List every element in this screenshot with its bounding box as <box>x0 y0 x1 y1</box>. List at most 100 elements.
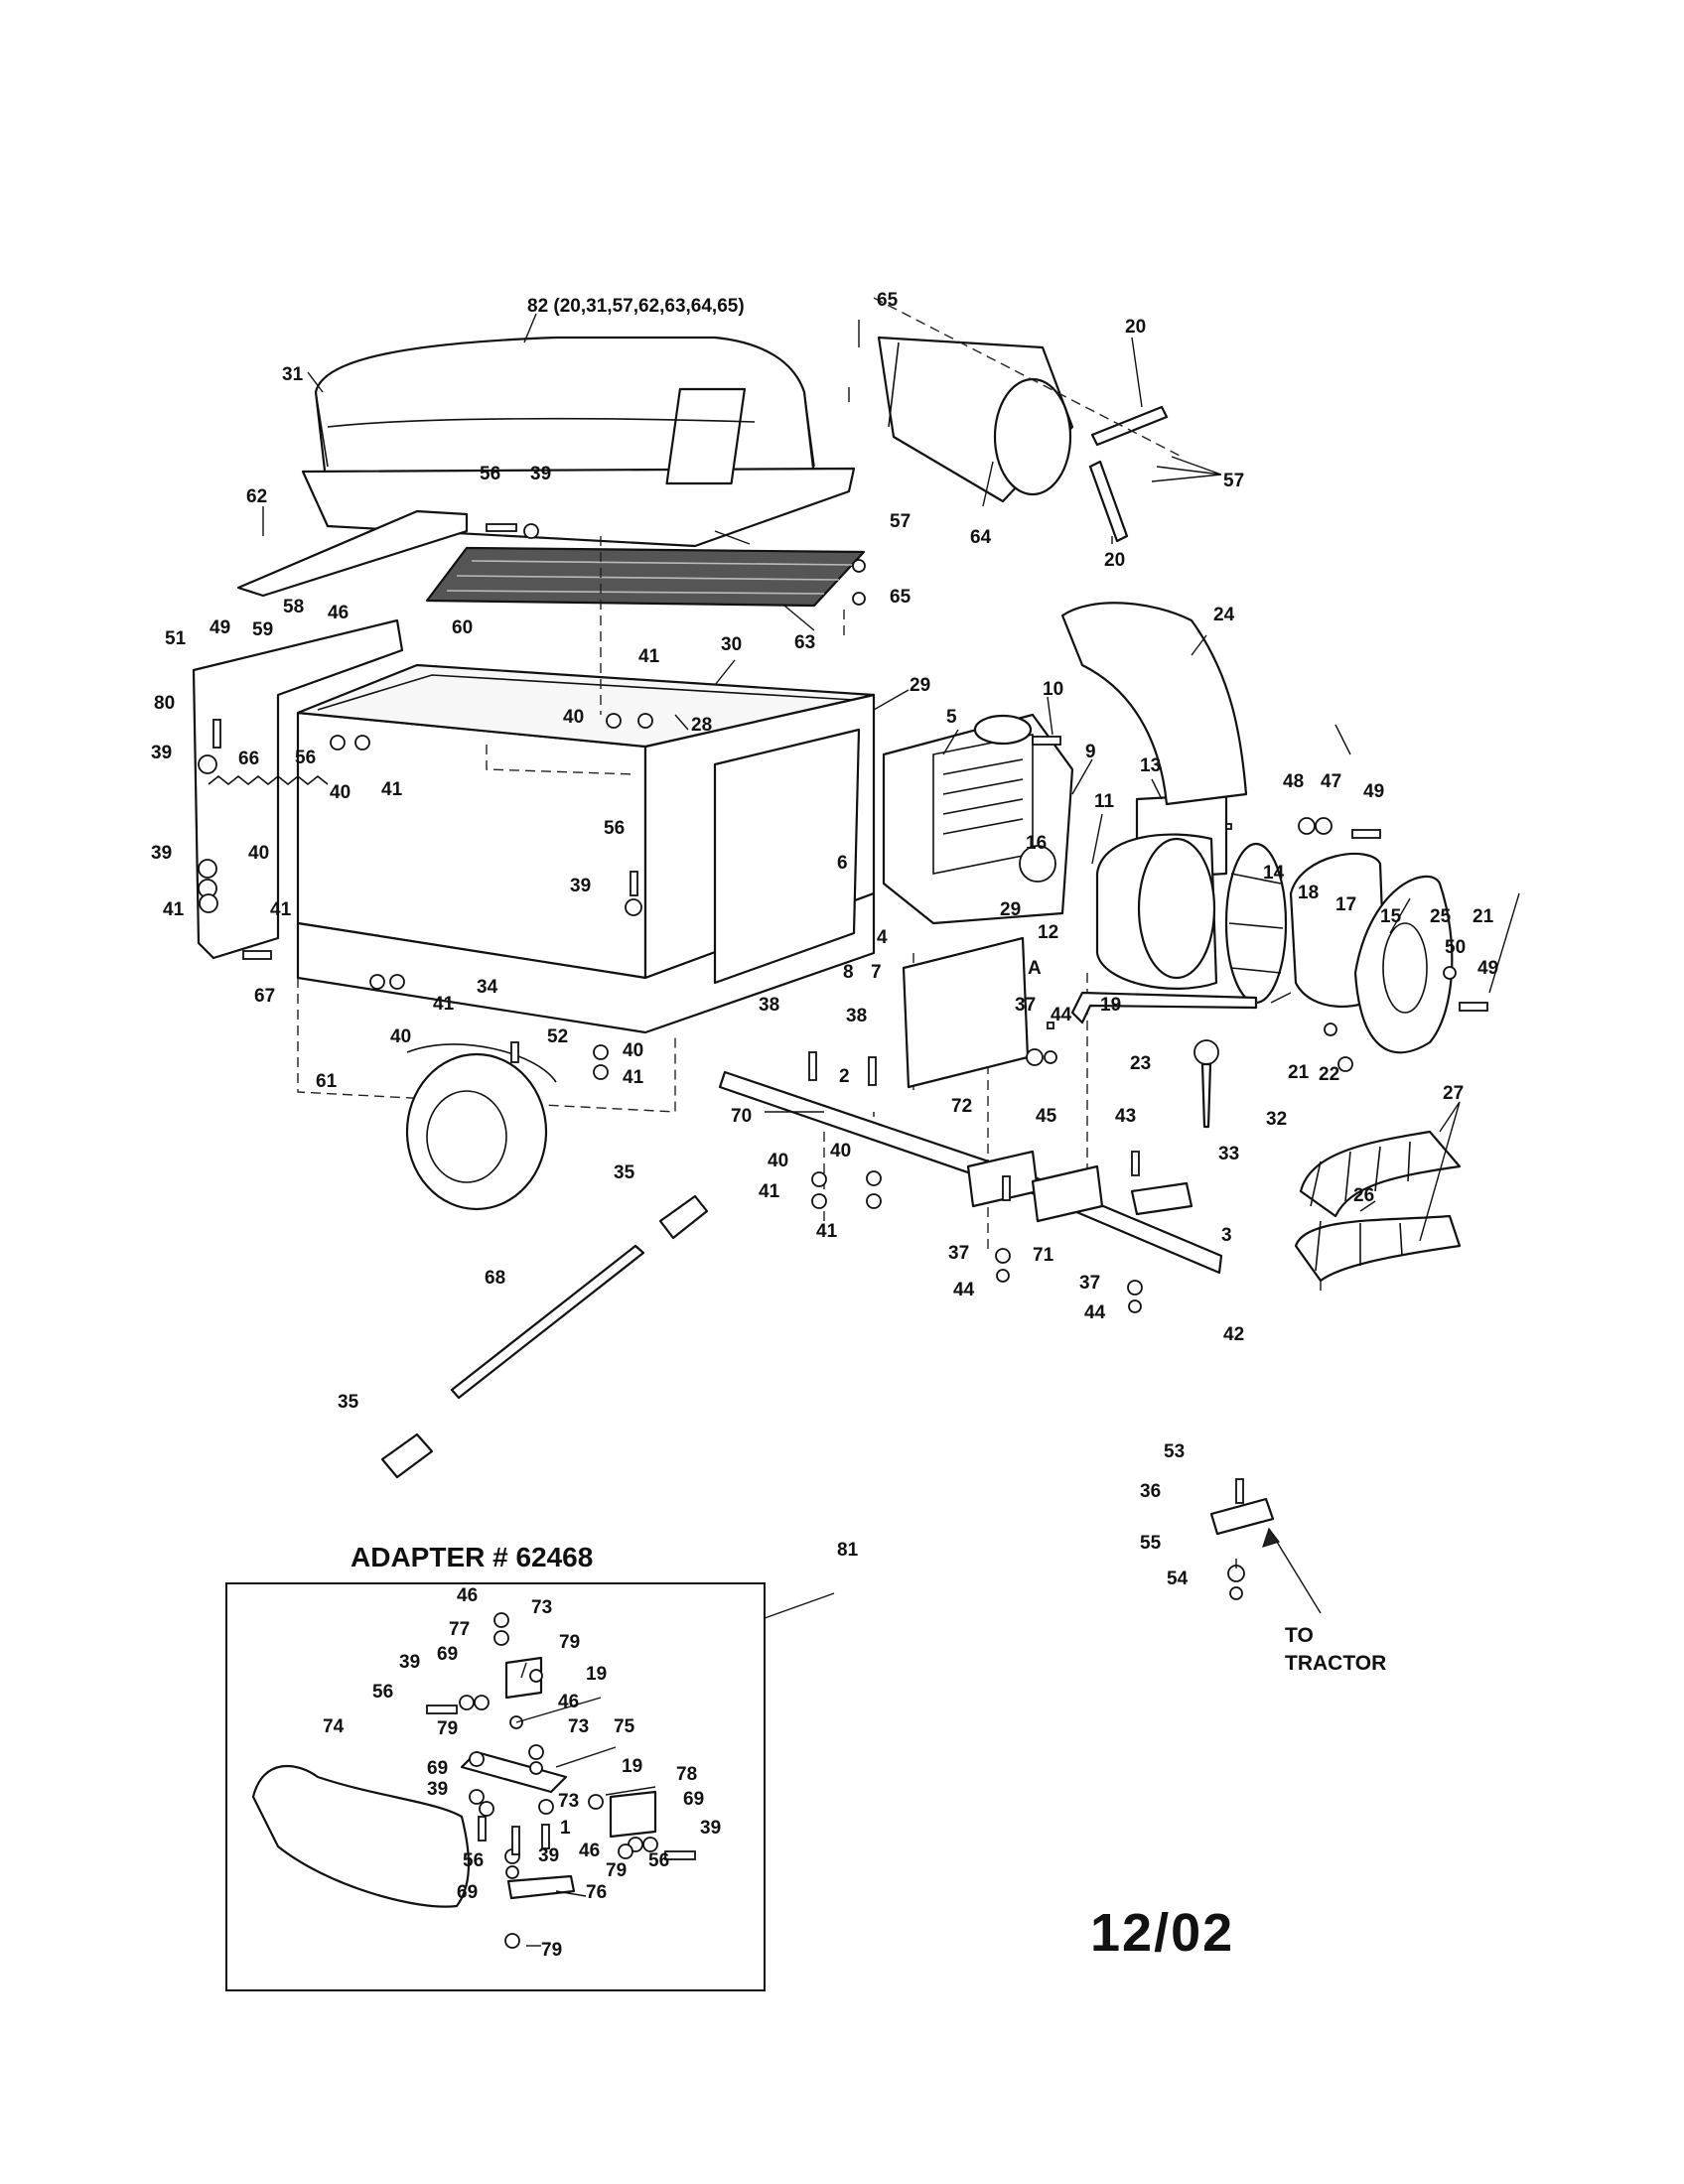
callout-35: 35 <box>614 1162 635 1183</box>
callout-41: 41 <box>433 994 455 1015</box>
callout-39: 39 <box>538 1845 559 1866</box>
callout-31: 31 <box>282 364 304 385</box>
lid-deflector <box>236 509 469 598</box>
callout-82: 82 (20,31,57,62,63,64,65) <box>527 296 745 317</box>
callout-56: 56 <box>372 1682 393 1703</box>
callout-69: 69 <box>437 1644 458 1665</box>
callout-78: 78 <box>676 1764 697 1785</box>
wheel <box>405 1043 557 1211</box>
callout-79: 79 <box>437 1718 458 1739</box>
callout-40: 40 <box>623 1040 643 1061</box>
callout-74: 74 <box>323 1716 345 1737</box>
callout-76: 76 <box>586 1882 607 1903</box>
callout-80: 80 <box>154 693 175 714</box>
callout-A: A <box>1028 958 1042 979</box>
callout-32: 32 <box>1266 1109 1287 1130</box>
callout-37: 37 <box>948 1243 969 1264</box>
callout-69: 69 <box>427 1758 448 1779</box>
callout-45: 45 <box>1036 1106 1057 1127</box>
callout-55: 55 <box>1140 1533 1162 1554</box>
hopper-screen <box>425 546 866 608</box>
callout-26: 26 <box>1353 1185 1374 1206</box>
callout-19: 19 <box>586 1664 607 1685</box>
callout-57: 57 <box>1223 471 1244 491</box>
callout-68: 68 <box>485 1268 505 1289</box>
callout-39: 39 <box>427 1779 448 1800</box>
hoses <box>1294 1130 1462 1283</box>
callout-41: 41 <box>759 1181 780 1202</box>
tow-rod <box>380 1194 709 1479</box>
callout-29: 29 <box>910 675 930 696</box>
callout-27: 27 <box>1443 1083 1464 1104</box>
control-rod <box>1070 991 1258 1024</box>
callout-labels: 82 (20,31,57,62,63,64,65) 65 20 57 64 20… <box>151 290 1498 1961</box>
hitch-pin <box>1193 1039 1219 1129</box>
callout-54: 54 <box>1167 1569 1189 1589</box>
callout-39: 39 <box>530 464 551 484</box>
hitch-link <box>1209 1497 1275 1536</box>
callout-40: 40 <box>330 782 351 803</box>
callout-20: 20 <box>1104 550 1125 571</box>
callout-46: 46 <box>328 603 349 623</box>
callout-69: 69 <box>457 1882 478 1903</box>
callout-42: 42 <box>1223 1324 1244 1345</box>
callout-22: 22 <box>1319 1064 1339 1085</box>
callout-8: 8 <box>843 962 854 983</box>
callout-81: 81 <box>837 1540 859 1561</box>
callout-72: 72 <box>951 1096 972 1117</box>
callout-12: 12 <box>1038 922 1058 943</box>
callout-56: 56 <box>480 464 500 484</box>
callout-50: 50 <box>1445 937 1466 958</box>
adapter-parts <box>251 1612 696 1949</box>
callout-53: 53 <box>1164 1441 1185 1462</box>
callout-49: 49 <box>210 617 230 638</box>
callout-69: 69 <box>683 1789 704 1810</box>
callout-77: 77 <box>449 1619 470 1640</box>
leader-lines <box>262 313 1520 1947</box>
callout-66: 66 <box>238 749 259 769</box>
callout-62: 62 <box>246 486 267 507</box>
callout-73: 73 <box>531 1597 552 1618</box>
callout-43: 43 <box>1115 1106 1136 1127</box>
callout-71: 71 <box>1033 1245 1054 1266</box>
callout-47: 47 <box>1321 771 1341 792</box>
callout-73: 73 <box>568 1716 589 1737</box>
callout-51: 51 <box>165 628 187 649</box>
side-panel <box>192 618 404 960</box>
callout-39: 39 <box>151 743 172 763</box>
callout-65: 65 <box>877 290 899 311</box>
callout-48: 48 <box>1283 771 1304 792</box>
callout-36: 36 <box>1140 1481 1161 1502</box>
callout-40: 40 <box>563 707 584 728</box>
callout-57: 57 <box>890 511 911 532</box>
callout-46: 46 <box>579 1841 600 1861</box>
spring <box>208 774 329 786</box>
callout-79: 79 <box>559 1632 580 1653</box>
callout-70: 70 <box>731 1106 752 1127</box>
adapter-title: ADAPTER # 62468 <box>351 1542 593 1572</box>
tractor-arrow <box>1268 1528 1322 1614</box>
callout-41: 41 <box>163 899 185 920</box>
callout-23: 23 <box>1130 1053 1151 1074</box>
hopper-box <box>296 663 876 1034</box>
callout-75: 75 <box>614 1716 635 1737</box>
callout-44: 44 <box>1051 1005 1072 1025</box>
callout-39: 39 <box>151 843 172 864</box>
adapter-box <box>225 1582 766 1991</box>
callout-18: 18 <box>1298 883 1319 903</box>
to-tractor-line2: TRACTOR <box>1285 1652 1386 1675</box>
callout-13: 13 <box>1140 755 1161 776</box>
callout-30: 30 <box>721 634 742 655</box>
callout-5: 5 <box>946 707 957 728</box>
callout-37: 37 <box>1015 995 1036 1016</box>
callout-39: 39 <box>570 876 591 896</box>
engine-plate <box>902 936 1030 1089</box>
callout-19: 19 <box>1100 995 1121 1016</box>
callout-16: 16 <box>1026 833 1047 854</box>
callout-25: 25 <box>1430 906 1452 927</box>
hardware <box>198 523 1488 1600</box>
callout-41: 41 <box>638 646 660 667</box>
callout-73: 73 <box>558 1791 579 1812</box>
callout-9: 9 <box>1085 742 1096 762</box>
